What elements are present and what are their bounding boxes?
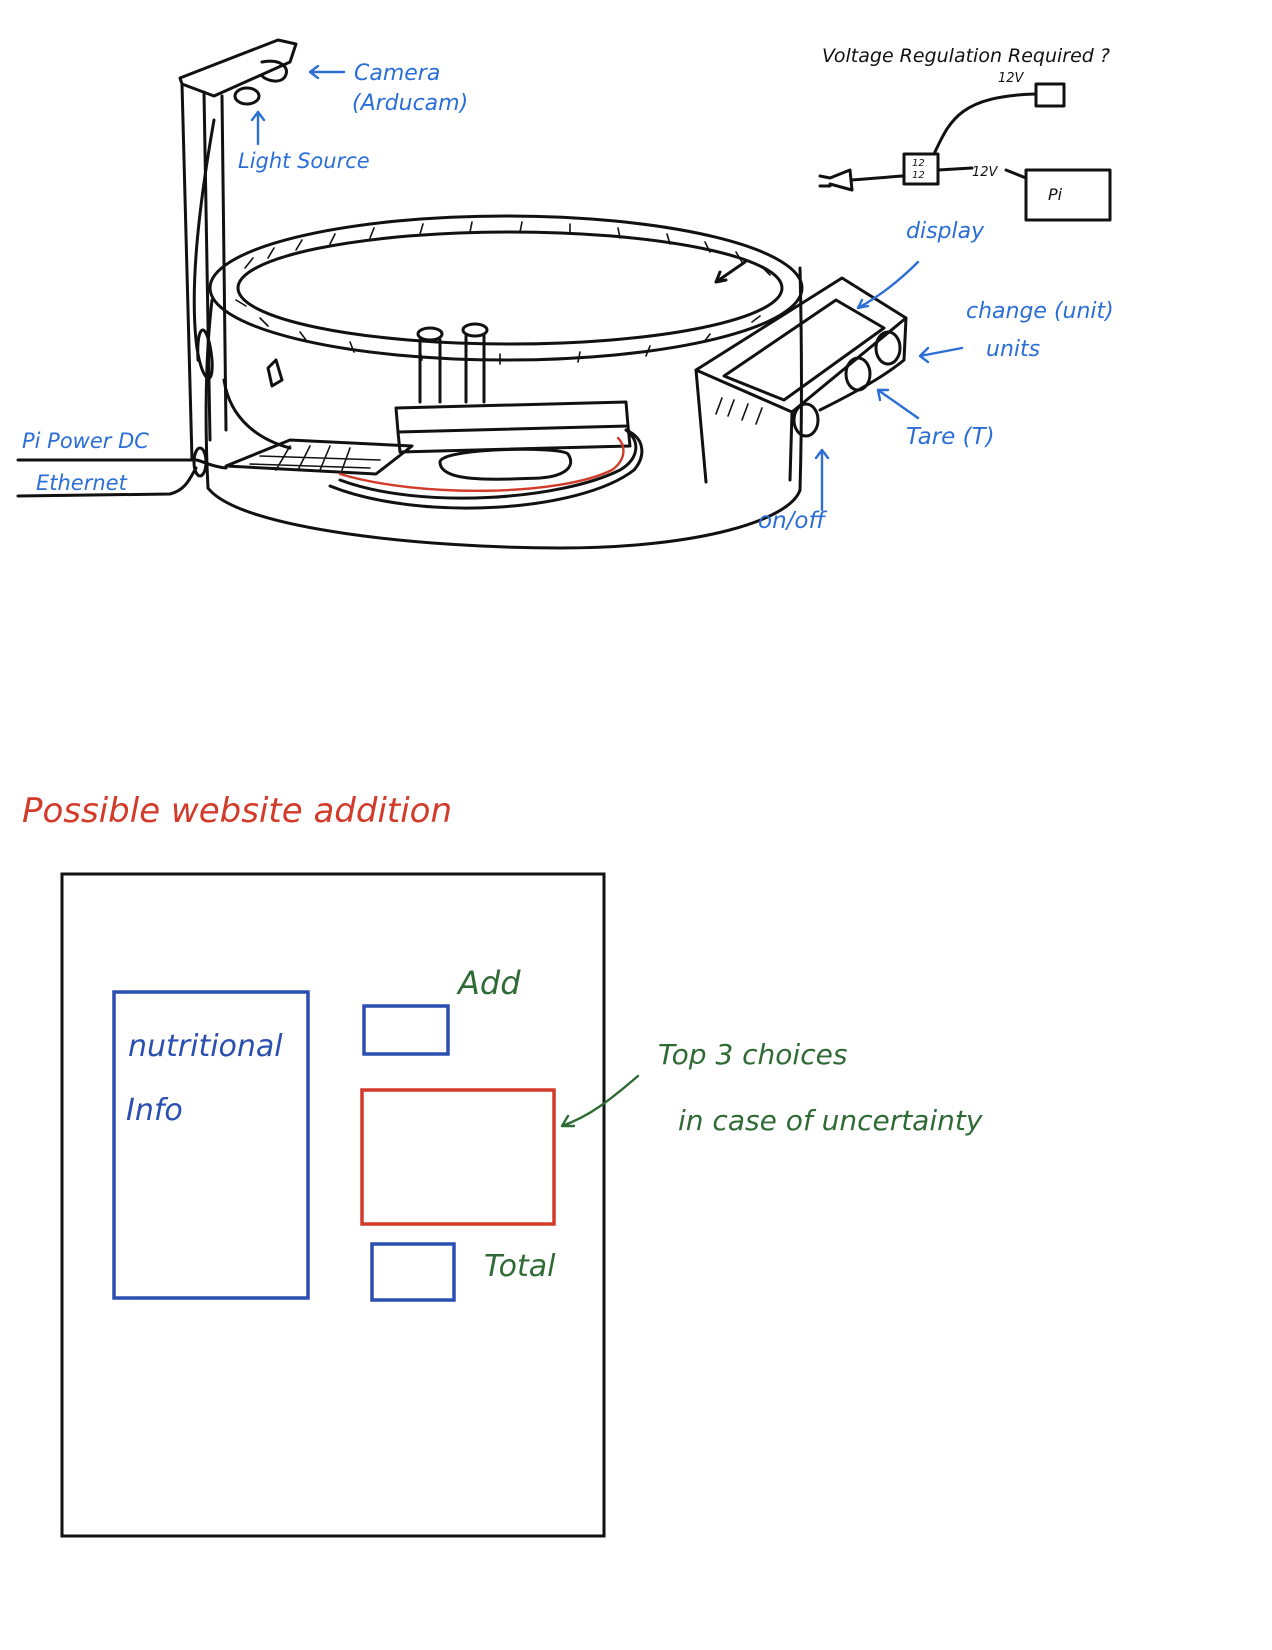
top-choices-label-line2: in case of uncertainty [678,1104,983,1137]
page-frame [60,872,606,1538]
power-plug [818,168,854,192]
camera-arrow [308,64,346,80]
pi-box-label: Pi [1048,185,1063,204]
cable-grommet [192,446,208,478]
tare-button [844,356,872,392]
display-arrow [856,260,920,310]
twelve-volt-top-label: 12V [998,71,1025,86]
regulator-to-pi-cord [936,166,1028,180]
regulator-to-top-cord [932,92,1038,156]
top-choices-arrow [560,1074,640,1128]
website-heading: Possible website addition [22,791,452,831]
twelve-volt-mid-label: 12V [972,165,999,180]
total-label: Total [484,1249,556,1284]
arducam-label: (Arducam) [352,91,468,116]
pi-power-cable [16,458,228,470]
wire-black-2 [328,430,644,510]
website-wireframe: Possible website addition nutritional In… [22,791,983,1538]
scale-body-right-wall [798,266,803,492]
tare-arrow [876,388,920,420]
display-screen [722,298,886,402]
scale-base-bottom [206,486,802,550]
units-label: units [986,337,1040,362]
scale-drawing [16,38,908,550]
light-source-label: Light Source [238,149,370,173]
light-source-arrow [250,110,266,146]
wire-red [338,436,625,493]
change-units-button [874,330,902,366]
camera-housing [260,59,288,83]
display-side-hatching [715,397,763,425]
ethernet-label: Ethernet [36,471,128,495]
camera-label: Camera [354,61,440,86]
tare-label: Tare (T) [906,424,995,450]
wire-black-1 [338,428,638,500]
load-cell-post-left [418,338,442,404]
pi-power-label: Pi Power DC [22,429,149,453]
regulator-top-label: 12 [912,158,925,169]
nutrition-text-line2: Info [126,1093,183,1128]
top-device-box [1034,82,1066,108]
camera-cable [192,118,216,380]
display-module [694,276,908,484]
stand-cable [222,378,292,450]
small-clip [266,358,284,388]
add-label: Add [456,964,521,1002]
plate-arrow [714,260,747,284]
light-source-lamp [233,86,261,106]
change-units-arrow [918,346,964,364]
change-unit-label: change (unit) [966,299,1114,324]
camera-arm-horizontal [178,38,298,98]
top-choices-label-line1: Top 3 choices [658,1038,847,1071]
load-cell-post-right [464,334,486,404]
top-choices-panel [360,1088,556,1226]
load-cell-post-left-top [416,326,444,342]
load-cell-bar [394,400,632,454]
regulator-bottom-label: 12 [912,170,925,181]
nutrition-info-panel [112,990,310,1300]
camera-arm-vertical [180,82,228,462]
scale-labels: Camera (Arducam) Light Source Pi Power D… [22,45,1114,534]
pi-box [1024,168,1112,222]
circuit-board [224,438,414,476]
load-cell-post-right-top [461,322,489,338]
circuit-board-grid [249,445,381,471]
amplifier-board [438,447,573,481]
annotation-arrows [250,64,964,512]
weighing-plate-rim [208,214,804,362]
weighing-plate-inner [236,230,784,346]
onoff-button [792,402,820,438]
onoff-label: on/off [758,508,827,534]
display-label: display [906,219,985,244]
total-box [370,1242,456,1302]
power-diagram [818,82,1112,222]
voltage-question-label: Voltage Regulation Required ? [822,45,1110,67]
onoff-arrow [814,448,830,512]
plug-cord [850,174,904,182]
nutrition-text-line1: nutritional [128,1029,283,1064]
add-button [362,1004,450,1056]
